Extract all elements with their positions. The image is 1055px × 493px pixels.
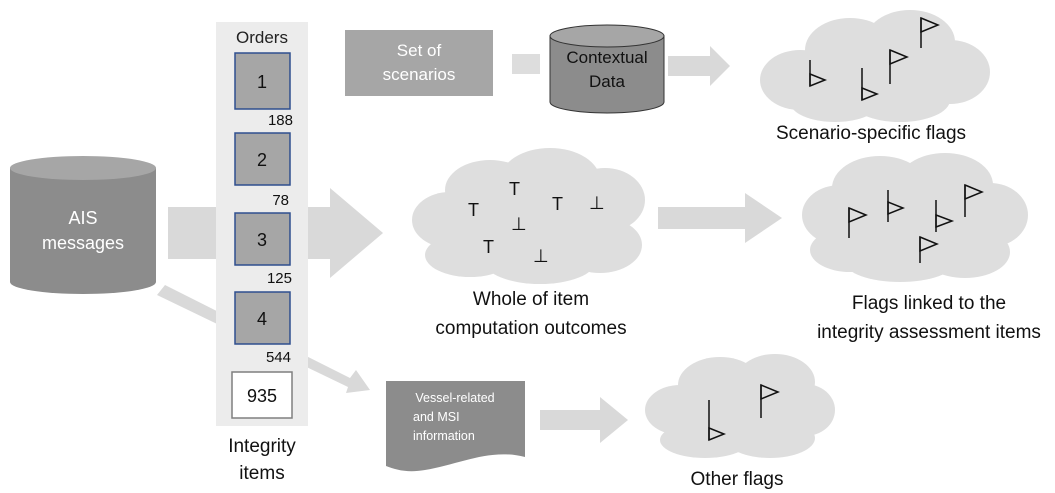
vessel-line2: and MSI: [413, 410, 460, 424]
other-flags-caption: Other flags: [691, 469, 784, 490]
orders-title: Orders: [236, 28, 288, 47]
computation-caption-1: Whole of item: [473, 289, 589, 310]
order-count-4: 544: [266, 349, 291, 366]
linked-flags-caption-2: integrity assessment items: [817, 322, 1041, 343]
order-count-1: 188: [268, 112, 293, 129]
scenario-flags-caption: Scenario-specific flags: [776, 123, 966, 144]
context-cylinder-top: [549, 24, 665, 48]
flag-icon: [887, 190, 906, 222]
flag-icon: [809, 60, 828, 88]
order-box-3: [234, 212, 291, 266]
arrow-context-to-scenario-flags: [668, 46, 730, 86]
ais-label-line1: AIS: [68, 208, 97, 228]
cloud-part: [800, 45, 940, 105]
flag-icon: [708, 400, 727, 442]
vessel-line3: information: [413, 429, 475, 443]
order-label-2: 2: [257, 150, 267, 170]
flag-icon: [861, 68, 880, 102]
cloud-linked-flags: [802, 153, 1028, 282]
flag-icon: [920, 16, 940, 48]
linked-flag-icons: [848, 183, 984, 263]
outcome-symbol: T: [483, 237, 494, 257]
flag-icon: [848, 206, 868, 238]
order-total-box: [231, 371, 293, 419]
order-box-1: [234, 52, 291, 110]
cloud-part: [440, 184, 610, 260]
cloud-other-flags: [645, 354, 835, 458]
vessel-msi-document: Vessel-related and MSI information: [386, 381, 525, 472]
outcome-symbol: T: [468, 200, 479, 220]
arrow-vessel-to-other-flags: [540, 397, 628, 443]
context-line2: Data: [589, 72, 625, 91]
outcome-symbol: ⊥: [589, 193, 605, 213]
integrity-items-caption-1: Integrity: [228, 436, 296, 457]
orders-column: Orders 1 188 2 78 3 125 4 544 935 Integr…: [216, 22, 308, 484]
order-total: 935: [247, 386, 277, 406]
order-label-3: 3: [257, 230, 267, 250]
flag-icon: [919, 235, 939, 263]
contextual-data-cylinder: Contextual Data: [549, 24, 665, 114]
order-label-4: 4: [257, 309, 267, 329]
flag-icon: [964, 183, 984, 217]
cloud-part: [672, 380, 812, 444]
cloud-scenario-flags: [760, 10, 990, 122]
outcome-symbol: ⊥: [511, 214, 527, 234]
outcome-symbol: ⊥: [533, 246, 549, 266]
arrow-computation-to-linked-flags: [658, 193, 782, 243]
scenarios-line1: Set of: [397, 41, 442, 60]
ais-cylinder-top: [10, 156, 156, 180]
order-count-3: 125: [267, 270, 292, 287]
order-count-2: 78: [272, 192, 289, 209]
context-line1: Contextual: [566, 48, 647, 67]
scenarios-box: Set of scenarios: [345, 30, 493, 96]
context-cylinder-body: [549, 35, 665, 114]
cloud-computation: [412, 148, 645, 284]
computation-symbols: T T T ⊥ ⊥ T ⊥: [468, 179, 605, 266]
order-box-4: [234, 291, 291, 345]
scenario-flag-icons: [809, 16, 940, 102]
integrity-items-caption-2: items: [239, 463, 284, 484]
scenarios-box-rect: [345, 30, 493, 96]
vessel-document-shape: [386, 381, 525, 472]
ais-label-line2: messages: [42, 233, 124, 253]
cloud-part: [832, 184, 992, 260]
arrow-scenarios-to-context: [512, 54, 540, 74]
ais-messages-cylinder: AIS messages: [10, 156, 156, 294]
flag-icon: [935, 200, 955, 232]
ais-cylinder-body: [10, 168, 156, 294]
other-flag-icons: [708, 383, 780, 442]
flag-icon: [889, 48, 909, 84]
scenarios-line2: scenarios: [383, 65, 456, 84]
computation-caption-2: computation outcomes: [435, 318, 626, 339]
outcome-symbol: T: [509, 179, 520, 199]
vessel-line1: Vessel-related: [415, 391, 494, 405]
linked-flags-caption-1: Flags linked to the: [852, 293, 1006, 314]
outcome-symbol: T: [552, 194, 563, 214]
order-box-2: [234, 132, 291, 186]
flag-icon: [760, 383, 780, 418]
order-label-1: 1: [257, 72, 267, 92]
